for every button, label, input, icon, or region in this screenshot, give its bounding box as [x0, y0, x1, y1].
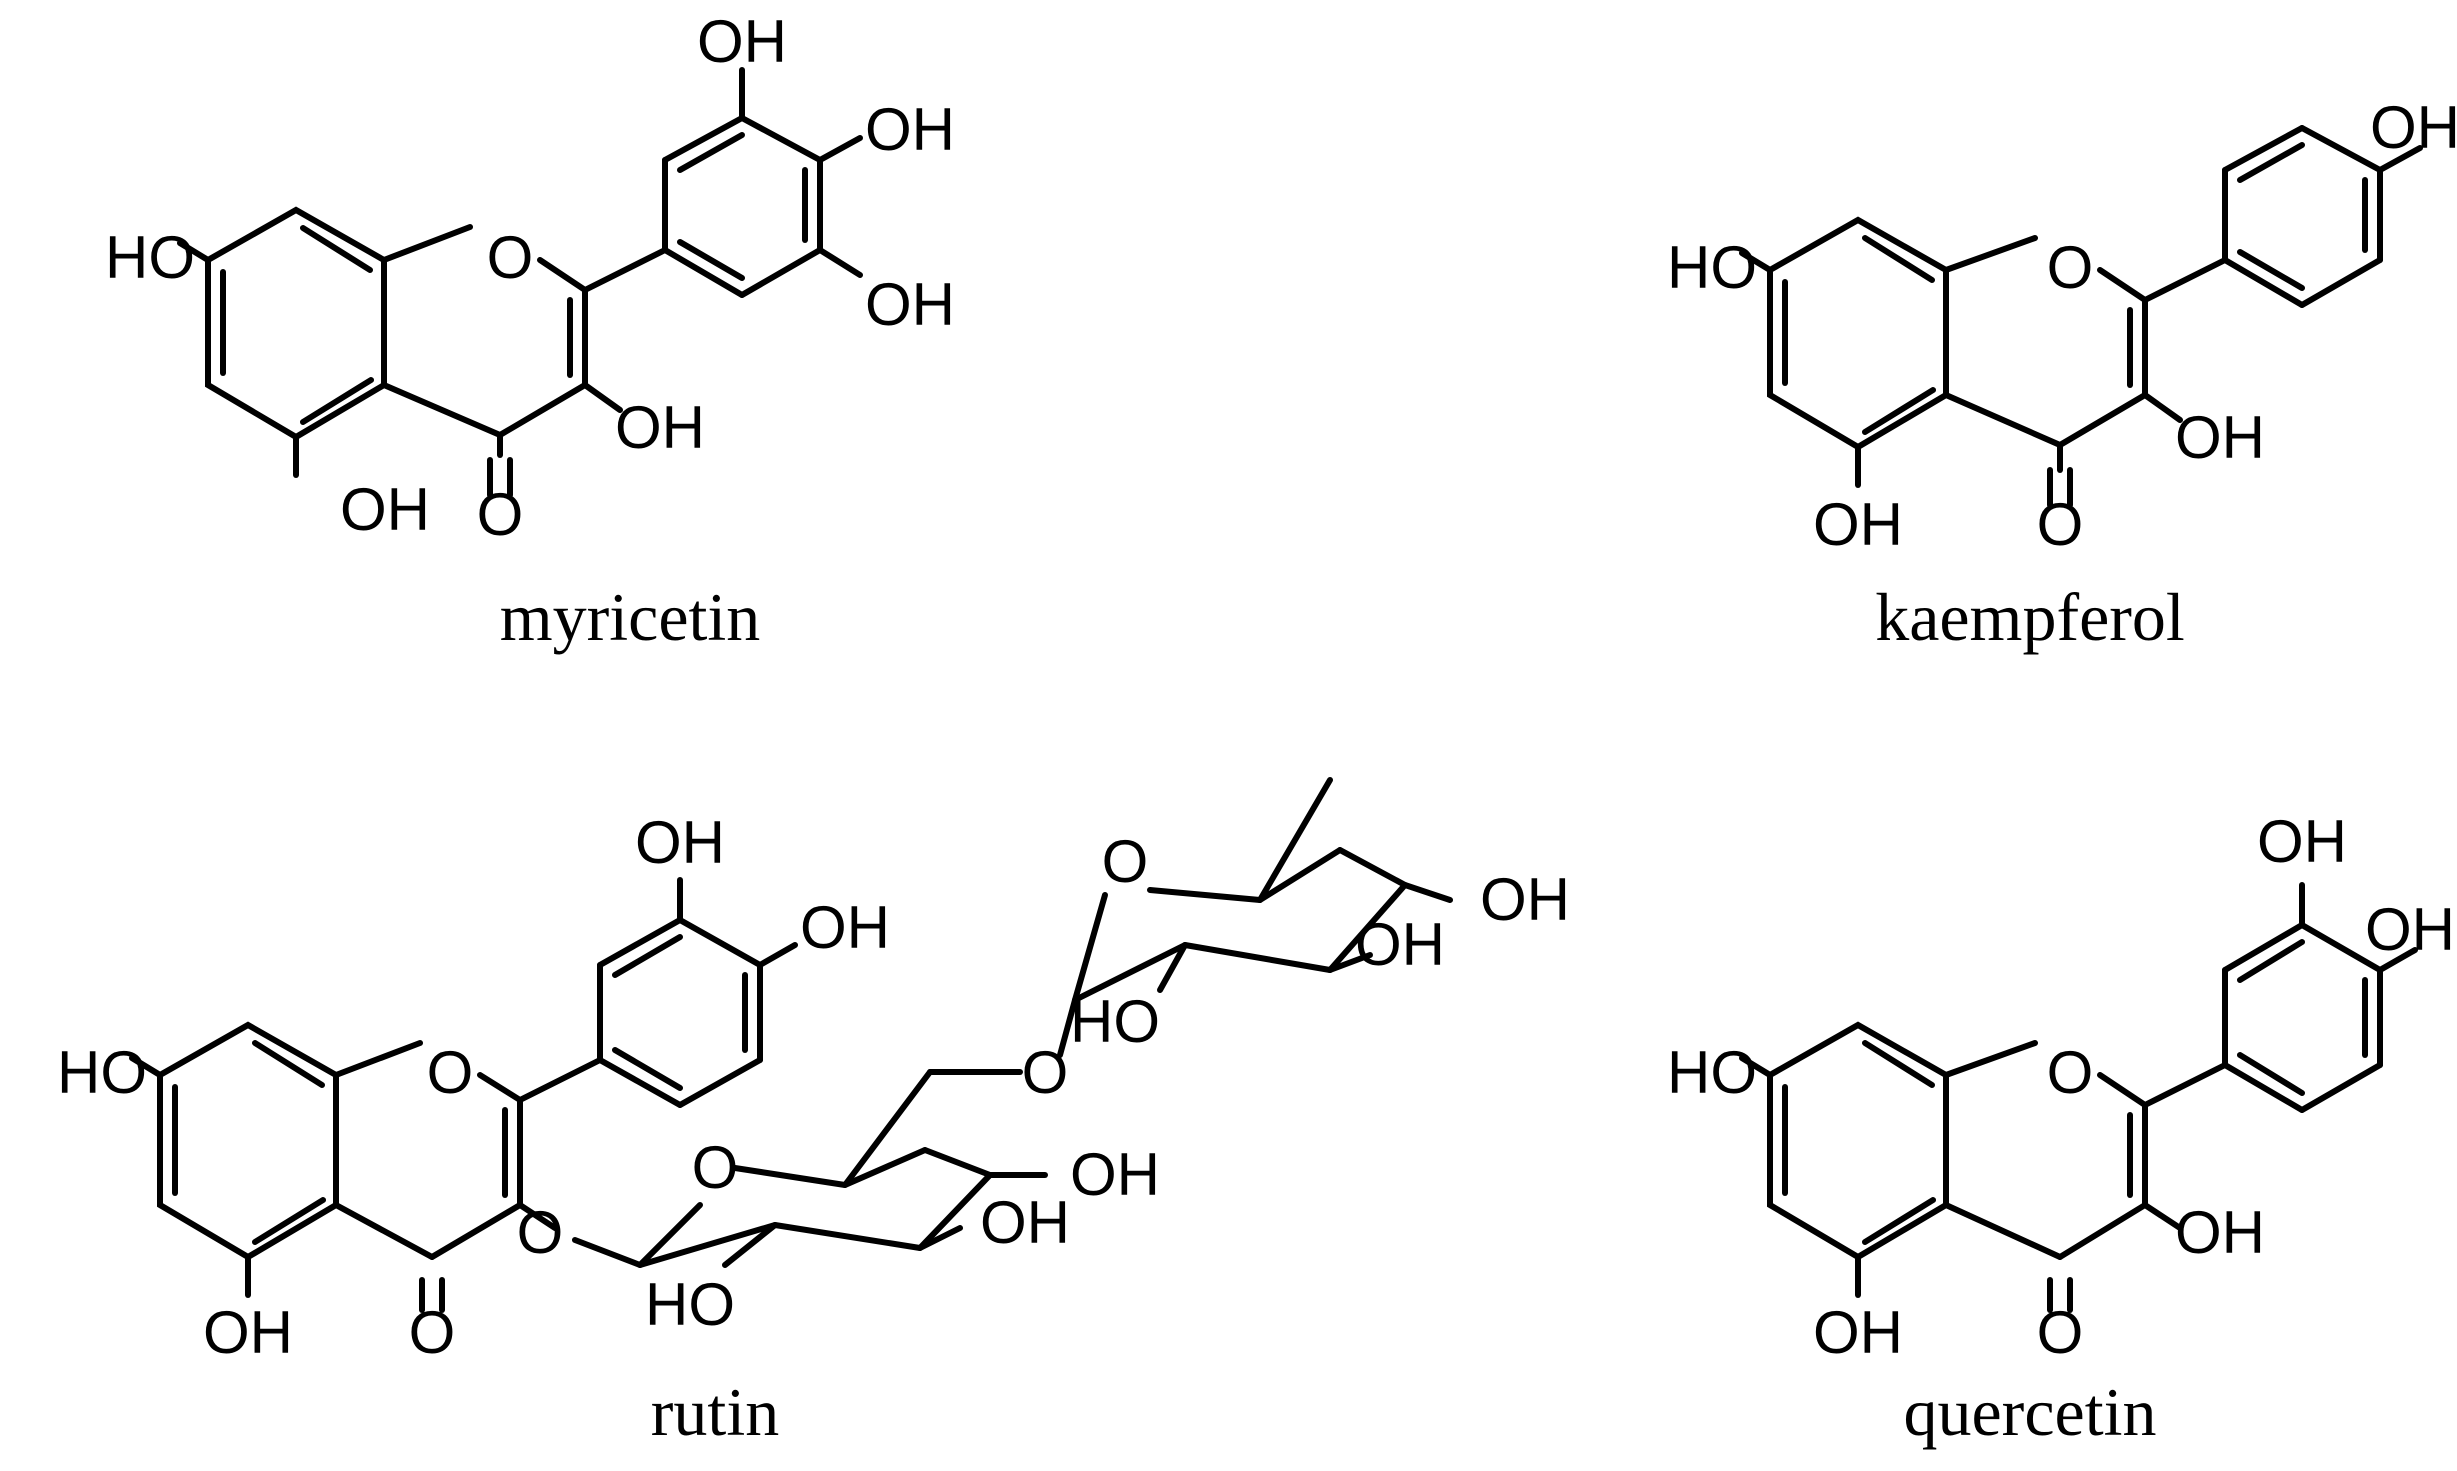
hydroxyl-label: OH — [2175, 1199, 2265, 1266]
hydroxyl-label: HO — [57, 1039, 147, 1106]
oxygen-label: O — [2037, 491, 2084, 558]
bonds — [177, 67, 863, 498]
hydroxyl-label: OH — [1480, 866, 1570, 933]
hydroxyl-label: HO — [105, 224, 195, 291]
hydroxyl-label: OH — [1070, 1141, 1160, 1208]
molecule-name-kaempferol: kaempferol — [1875, 579, 2185, 655]
structure-quercetin: HO O OH OH O OH OH quercetin — [1667, 808, 2455, 1450]
oxygen-label: O — [487, 224, 534, 291]
hydroxyl-label: OH — [865, 271, 955, 338]
hydroxyl-label: OH — [615, 394, 705, 461]
molecule-name-rutin: rutin — [651, 1374, 779, 1450]
oxygen-label: O — [427, 1039, 474, 1106]
bonds — [1739, 882, 2418, 1313]
hydroxyl-label: OH — [340, 476, 430, 543]
hydroxyl-label: OH — [697, 8, 787, 75]
oxygen-label: O — [1022, 1039, 1069, 1106]
bonds — [129, 777, 1453, 1313]
hydroxyl-label: OH — [2370, 94, 2457, 161]
oxygen-label: O — [409, 1299, 456, 1366]
structure-myricetin: HO O OH OH O OH OH OH myricetin — [105, 8, 955, 655]
hydroxyl-label: HO — [1667, 234, 1757, 301]
oxygen-label: O — [692, 1134, 739, 1201]
hydroxyl-label: OH — [865, 96, 955, 163]
hydroxyl-label: HO — [645, 1271, 735, 1338]
hydroxyl-label: HO — [1667, 1039, 1757, 1106]
hydroxyl-label: OH — [800, 894, 890, 961]
hydroxyl-label: OH — [635, 809, 725, 876]
hydroxyl-label: OH — [1813, 491, 1903, 558]
hydroxyl-label: HO — [1070, 988, 1160, 1055]
hydroxyl-label: OH — [1813, 1299, 1903, 1366]
hydroxyl-label: OH — [1355, 911, 1445, 978]
oxygen-label: O — [517, 1199, 564, 1266]
molecule-name-myricetin: myricetin — [500, 579, 761, 655]
hydroxyl-label: OH — [2365, 896, 2455, 963]
structure-kaempferol: HO O OH OH O OH kaempferol — [1667, 94, 2457, 655]
hydroxyl-label: OH — [203, 1299, 293, 1366]
oxygen-label: O — [1102, 828, 1149, 895]
bonds — [1739, 125, 2423, 508]
oxygen-label: O — [2047, 1039, 2094, 1106]
hydroxyl-label: OH — [980, 1189, 1070, 1256]
oxygen-label: O — [2037, 1299, 2084, 1366]
structure-rutin: HO O OH O O OH OH O HO OH OH O O HO OH O… — [57, 777, 1570, 1450]
hydroxyl-label: OH — [2257, 808, 2347, 875]
hydroxyl-label: OH — [2175, 404, 2265, 471]
oxygen-label: O — [477, 481, 524, 548]
oxygen-label: O — [2047, 234, 2094, 301]
molecule-name-quercetin: quercetin — [1904, 1374, 2157, 1450]
